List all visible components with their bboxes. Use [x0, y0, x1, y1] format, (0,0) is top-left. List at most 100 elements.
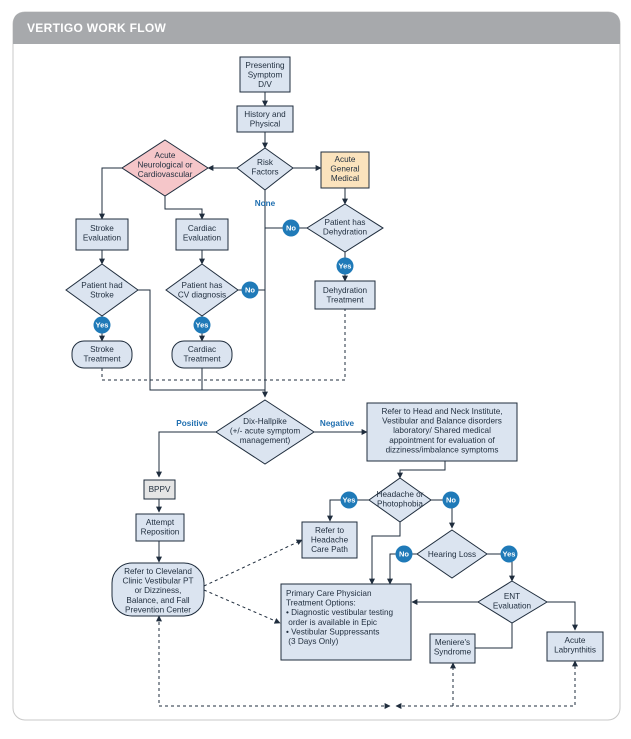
node-label-line: Refer to	[315, 526, 345, 535]
node-label-line: Acute	[565, 636, 586, 645]
node-label-line: Meniere's	[435, 638, 470, 647]
node-label-line: Patient has	[182, 281, 223, 290]
badge-yes-hearing: Yes	[500, 545, 518, 563]
node-label-line: Dehydration	[323, 286, 368, 295]
node-label-line: Stroke	[90, 224, 114, 233]
node-label-line: Risk	[257, 158, 274, 167]
node-label-line: Care Path	[311, 545, 348, 554]
node-label-line: Stroke	[90, 291, 114, 300]
node-label-line: Evaluation	[493, 602, 532, 611]
node-label-line: Balance, and Fall	[126, 596, 189, 605]
node-label-line: Evaluation	[83, 234, 122, 243]
label-none: None	[255, 199, 276, 208]
node-label-line: Patient had	[81, 281, 123, 290]
svg-text:BPPV: BPPV	[149, 485, 171, 494]
badge-yes-headache: Yes	[340, 491, 358, 509]
node-label-line: Treatment	[183, 355, 221, 364]
header-bar	[13, 12, 620, 44]
badge-label: Yes	[196, 321, 209, 330]
node-bppv: BPPV	[143, 479, 176, 500]
node-hearing-loss: Hearing Loss	[416, 529, 488, 579]
badge-label: Yes	[343, 496, 356, 505]
node-label-line: Factors	[251, 168, 278, 177]
node-label-line: BPPV	[149, 485, 171, 494]
badge-circle	[395, 545, 413, 563]
badge-label: No	[286, 224, 296, 233]
node-label-line: order is available in Epic	[286, 618, 377, 627]
node-label-line: Primary Care Physician	[286, 589, 372, 598]
label-positive: Positive	[176, 419, 208, 428]
node-label-line: Attempt	[146, 518, 175, 527]
node-label-line: (+/- acute symptom	[230, 427, 300, 436]
node-label-line: Cardiac	[188, 345, 216, 354]
node-label-line: Headache	[311, 536, 349, 545]
node-label-line: management)	[240, 436, 291, 445]
badge-circle	[500, 545, 518, 563]
svg-text:Hearing Loss: Hearing Loss	[428, 550, 476, 559]
node-label-line: Cardiac	[188, 224, 216, 233]
node-label-line: appointment for evaluation of	[389, 436, 495, 445]
node-label-line: Refer to Cleveland	[124, 567, 192, 576]
node-label-line: Headache or	[377, 490, 424, 499]
badge-circle	[336, 257, 354, 275]
node-label-line: Cardiovascular	[138, 170, 193, 179]
badge-label: No	[446, 496, 456, 505]
node-label-line: D/V	[258, 80, 272, 89]
badge-yes-stroke: Yes	[93, 316, 111, 334]
node-label-line: (3 Days Only)	[286, 637, 339, 646]
node-label-line: Presenting	[245, 61, 285, 70]
node-label-line: Vestibular and Balance disorders	[382, 417, 502, 426]
badge-label: Yes	[503, 550, 516, 559]
node-label-line: Stroke	[90, 345, 114, 354]
node-label-line: Neurological or	[137, 161, 192, 170]
node-label-line: Acute	[335, 155, 356, 164]
node-label-line: Treatment Options:	[286, 599, 356, 608]
badge-label: No	[245, 286, 255, 295]
badge-circle	[340, 491, 358, 509]
node-label-line: Dix-Hallpike	[243, 417, 287, 426]
node-label-line: laboratory/ Shared medical	[393, 426, 491, 435]
node-label-line: History and	[244, 110, 286, 119]
node-label-line: dizziness/imbalance symptoms	[386, 445, 499, 454]
badge-label: Yes	[96, 321, 109, 330]
page-title: VERTIGO WORK FLOW	[27, 21, 166, 35]
node-label-line: or Dizziness,	[135, 586, 182, 595]
node-label-line: Treatment	[83, 355, 121, 364]
badge-circle	[241, 281, 259, 299]
node-label-line: Patient has	[325, 218, 366, 227]
node-label-line: CV diagnosis	[178, 291, 226, 300]
node-label-line: Labrynthitis	[554, 646, 596, 655]
badge-label: No	[399, 550, 409, 559]
node-label-line: Refer to Head and Neck Institute,	[381, 407, 502, 416]
badge-no-headache: No	[442, 491, 460, 509]
svg-text:Dix-Hallpike(+/- acute symptom: Dix-Hallpike(+/- acute symptommanagement…	[230, 417, 300, 445]
node-label-line: Acute	[155, 151, 176, 160]
